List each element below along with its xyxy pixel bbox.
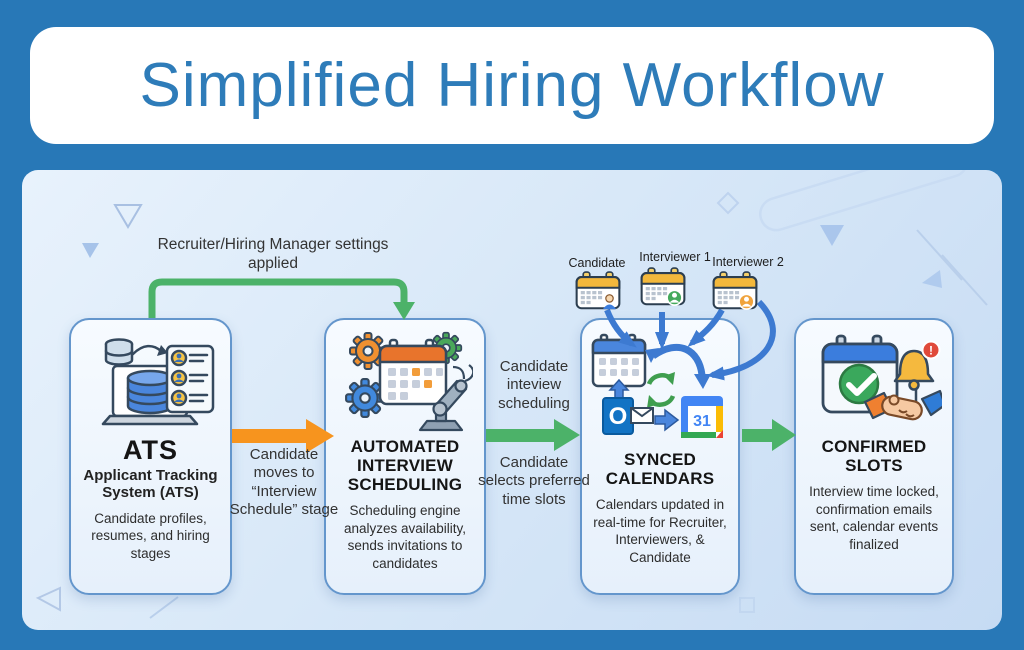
bell-icon: ! (893, 340, 940, 391)
notification-badge (921, 340, 940, 360)
gears-calendar-robot-arm-icon (344, 331, 473, 432)
person-body (602, 304, 617, 310)
curved-arrow-head (645, 348, 659, 363)
candidate-scheduling-label: Candidate inteview scheduling (498, 358, 570, 412)
right-arrow-icon (654, 408, 680, 432)
diagonal-line-decoration (941, 254, 988, 306)
page-title: Simplified Hiring Workflow (139, 51, 885, 120)
green-elbow-arrow (148, 278, 415, 320)
check-circle-icon (838, 363, 879, 405)
triangle-decoration (922, 270, 942, 288)
card-title: SYNCED CALENDARS (605, 450, 715, 489)
card-description: Candidate profiles, resumes, and hiring … (91, 510, 210, 561)
candidate-selects-label: Candidate selects preferred time slots (478, 454, 590, 508)
svg-text:!: ! (929, 344, 933, 358)
calendar-sync-outlook-google-icon: O 31 (591, 333, 723, 438)
laptop-database-profiles-icon (101, 338, 215, 426)
card-title: AUTOMATED INTERVIEW SCHEDULING (347, 437, 463, 495)
svg-text:O: O (609, 403, 628, 430)
capsule-outline-decoration (759, 170, 969, 232)
settings-applied-label: Recruiter/Hiring Manager settings applie… (157, 236, 389, 272)
google-calendar-icon: 31 (681, 396, 723, 438)
owner-label-interviewer-2: Interviewer 2 (712, 255, 784, 269)
diagonal-line-decoration (149, 596, 179, 619)
square-outline-decoration (739, 597, 755, 613)
sync-arrows-icon (646, 372, 676, 408)
robot-arm-icon (418, 364, 473, 432)
person-head (605, 294, 614, 303)
triangle-decoration (82, 243, 99, 258)
diagonal-line-decoration (916, 229, 963, 281)
owner-label-interviewer-1: Interviewer 1 (639, 250, 711, 264)
title-banner: Simplified Hiring Workflow (30, 27, 994, 144)
card-automated-interview-scheduling: AUTOMATED INTERVIEW SCHEDULING Schedulin… (324, 318, 486, 595)
calendar-icon (591, 333, 647, 388)
card-description: Scheduling engine analyzes availability,… (343, 503, 467, 571)
card-confirmed-slots: ! CONFIRMED SLOTS Interview time locked,… (794, 318, 954, 595)
triangle-outline-decoration (113, 204, 143, 229)
card-description: Interview time locked, confirmation emai… (809, 484, 939, 552)
card-synced-calendars: O 31 SYNCED CALENDARS Calendars updated … (580, 318, 740, 595)
curved-arrow-head (694, 374, 711, 389)
interviewer-2-calendar-icon (712, 271, 758, 310)
card-ats: ATS Applicant Tracking System (ATS) Cand… (69, 318, 232, 595)
card-title: ATS (123, 435, 178, 465)
interviewer-1-calendar-icon (640, 267, 686, 306)
green-arrow-scheduling (486, 419, 580, 451)
handshake-icon (863, 389, 942, 421)
owner-label-candidate: Candidate (568, 256, 626, 270)
calendar-icon (378, 338, 447, 406)
triangle-decoration (820, 225, 844, 246)
triangle-outline-decoration (35, 586, 61, 612)
green-arrow-confirm (742, 419, 796, 451)
avatar (666, 289, 683, 306)
outlook-icon: O (602, 397, 634, 435)
card-description: Calendars updated in real-time for Recru… (593, 497, 727, 565)
card-subtitle: Applicant Tracking System (ATS) (83, 467, 218, 502)
gear-icon (344, 378, 385, 418)
candidate-moves-label: Candidate moves to “Interview Schedule” … (229, 446, 339, 518)
card-title: CONFIRMED SLOTS (821, 437, 927, 476)
svg-text:31: 31 (693, 413, 711, 430)
calendar-check-bell-handshake-icon: ! (821, 334, 942, 421)
diamond-outline-decoration (716, 191, 740, 215)
envelope-icon (630, 407, 654, 424)
up-arrow-icon (608, 378, 630, 399)
curved-sync-arrow-icon (651, 343, 706, 376)
workflow-diagram-panel: ATS Applicant Tracking System (ATS) Cand… (22, 170, 1002, 630)
candidate-calendar-icon (575, 271, 621, 310)
avatar (738, 293, 755, 310)
